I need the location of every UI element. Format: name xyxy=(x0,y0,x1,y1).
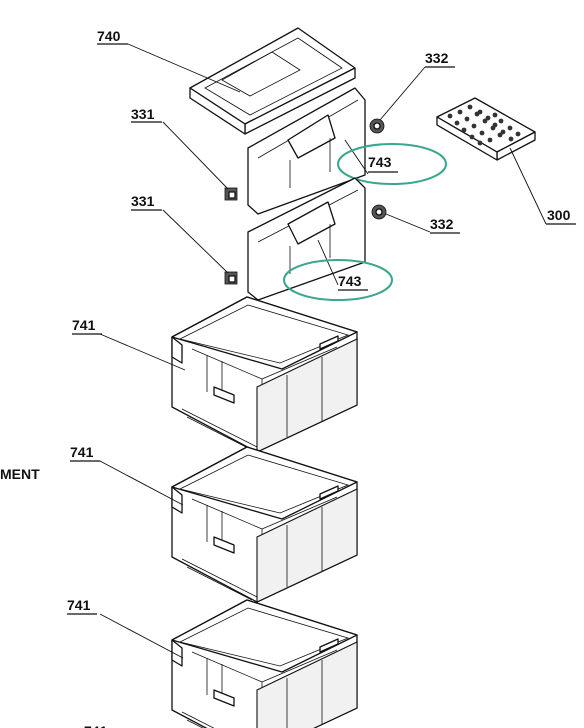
label-332-lower: 332 xyxy=(430,216,454,232)
label-741-middle: 741 xyxy=(70,444,94,460)
leader-743-lower xyxy=(317,239,339,286)
leader-743-upper xyxy=(344,139,369,175)
front-panel-lower-part xyxy=(247,177,366,301)
label-743-lower: 743 xyxy=(338,273,362,289)
left-hinge-upper-part xyxy=(224,187,238,201)
front-panel-upper-part xyxy=(247,87,366,215)
highlight-ring-upper xyxy=(337,143,447,185)
left-hinge-lower-part xyxy=(224,271,238,285)
label-332-upper: 332 xyxy=(425,50,449,66)
right-hinge-upper-part xyxy=(369,118,385,134)
drawer-upper-part xyxy=(171,296,358,453)
right-hinge-lower-part xyxy=(371,204,387,220)
label-331-upper: 331 xyxy=(131,106,155,122)
top-cover-part xyxy=(189,27,356,135)
label-331-lower: 331 xyxy=(131,193,155,209)
highlight-ring-lower xyxy=(283,259,393,301)
label-741-lower: 741 xyxy=(67,597,91,613)
label-300: 300 xyxy=(547,207,571,223)
label-743-upper: 743 xyxy=(368,154,392,170)
label-741-upper: 741 xyxy=(72,317,96,333)
label-741-bottom: 741 xyxy=(84,723,108,728)
side-text: MENT xyxy=(0,466,40,482)
egg-tray-part xyxy=(436,97,536,161)
leader-740 xyxy=(127,43,241,93)
drawer-lower-part xyxy=(171,599,358,728)
drawer-middle-part xyxy=(171,446,358,603)
label-740: 740 xyxy=(97,28,121,44)
